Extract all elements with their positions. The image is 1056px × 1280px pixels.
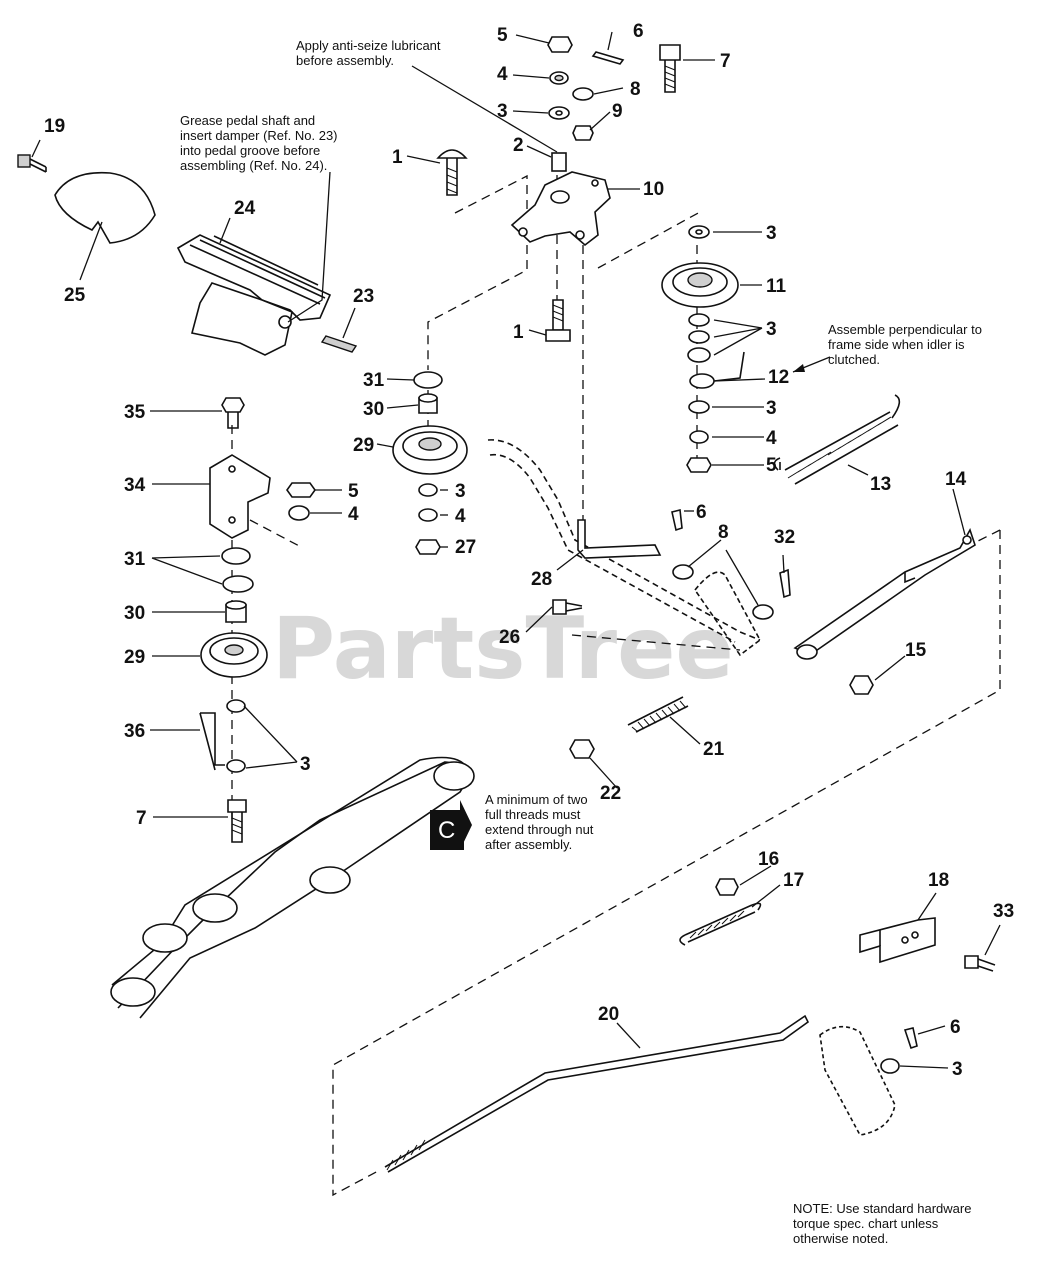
callout-8-mid: 8 <box>718 522 729 543</box>
callout-4: 4 <box>497 64 508 85</box>
callout-10: 10 <box>643 179 664 200</box>
callout-29: 29 <box>353 435 374 456</box>
callout-30: 30 <box>363 399 384 420</box>
callout-33: 33 <box>993 901 1014 922</box>
part-21-spring <box>627 696 689 733</box>
note-threads: A minimum of two full threads must exten… <box>485 792 594 852</box>
callout-12: 12 <box>768 367 789 388</box>
callout-25: 25 <box>64 285 86 306</box>
callout-6-lower: 6 <box>950 1017 961 1038</box>
callout-20: 20 <box>598 1004 619 1025</box>
callout-32: 32 <box>774 527 795 548</box>
callouts: 5 4 3 2 6 8 9 7 1 10 1 3 11 3 12 3 4 5 1… <box>44 21 1014 1080</box>
section-c-marker: C <box>430 800 472 850</box>
note-hardware-torque: NOTE: Use standard hardware torque spec.… <box>793 1201 972 1246</box>
callout-3-idler-lower: 3 <box>766 398 777 419</box>
callout-30-left: 30 <box>124 603 145 624</box>
callout-22: 22 <box>600 783 621 804</box>
lower-parts <box>384 878 996 1173</box>
callout-5-idler: 5 <box>766 455 777 476</box>
note-anti-seize: Apply anti-seize lubricant before assemb… <box>296 38 441 68</box>
callout-35: 35 <box>124 402 146 423</box>
callout-3-idler-top: 3 <box>766 223 777 244</box>
callout-5-left: 5 <box>348 481 359 502</box>
callout-1-lower: 1 <box>513 322 524 343</box>
watermark: PartsTree <box>272 599 734 699</box>
part-22-nut <box>569 739 595 759</box>
callout-8: 8 <box>630 79 641 100</box>
callout-6-mid: 6 <box>696 502 707 523</box>
part-19-screw <box>17 154 47 173</box>
callout-18: 18 <box>928 870 949 891</box>
callout-14: 14 <box>945 469 967 490</box>
callout-4-left: 4 <box>348 504 359 525</box>
section-marker-letter: C <box>438 817 455 844</box>
note-perpendicular: Assemble perpendicular to frame side whe… <box>828 322 982 367</box>
part-10-bracket <box>510 171 611 247</box>
callout-3-lower: 3 <box>952 1059 963 1080</box>
callout-11: 11 <box>766 276 787 297</box>
part-24-pedal <box>176 234 332 356</box>
callout-17: 17 <box>783 870 804 891</box>
callout-34: 34 <box>124 475 146 496</box>
part-13-spring <box>773 394 901 485</box>
top-hardware <box>436 36 681 196</box>
callout-31: 31 <box>363 370 385 391</box>
idler-stack <box>661 225 745 473</box>
part-23-damper <box>320 335 358 353</box>
callout-3-center: 3 <box>455 481 466 502</box>
center-pulley <box>392 371 468 555</box>
left-hardware <box>199 397 316 843</box>
callout-6: 6 <box>633 21 644 42</box>
callout-29-left: 29 <box>124 647 145 668</box>
callout-15: 15 <box>905 640 927 661</box>
callout-2: 2 <box>513 135 524 156</box>
callout-5: 5 <box>497 25 508 46</box>
callout-3-idler-group: 3 <box>766 319 777 340</box>
drive-belt <box>110 756 475 1019</box>
callout-3: 3 <box>497 101 508 122</box>
note-grease-pedal: Grease pedal shaft and insert damper (Re… <box>180 113 338 173</box>
callout-4-idler: 4 <box>766 428 777 449</box>
callout-16: 16 <box>758 849 779 870</box>
part-15-nut <box>849 675 874 695</box>
callout-26: 26 <box>499 627 520 648</box>
callout-13: 13 <box>870 474 891 495</box>
callout-27: 27 <box>455 537 476 558</box>
callout-19: 19 <box>44 116 65 137</box>
callout-36: 36 <box>124 721 145 742</box>
callout-28: 28 <box>531 569 552 590</box>
part-1-bolt-lower <box>545 299 571 342</box>
callout-3-left: 3 <box>300 754 311 775</box>
part-25-pedal-cover <box>54 171 156 244</box>
callout-4-center: 4 <box>455 506 466 527</box>
callout-31-left: 31 <box>124 549 146 570</box>
callout-9: 9 <box>612 101 623 122</box>
callout-1: 1 <box>392 147 403 168</box>
callout-24: 24 <box>234 198 256 219</box>
clutch-linkage <box>487 439 976 660</box>
leader-lines <box>31 31 1001 1069</box>
callout-7-left: 7 <box>136 808 147 829</box>
callout-7: 7 <box>720 51 731 72</box>
callout-23: 23 <box>353 286 374 307</box>
callout-21: 21 <box>703 739 725 760</box>
